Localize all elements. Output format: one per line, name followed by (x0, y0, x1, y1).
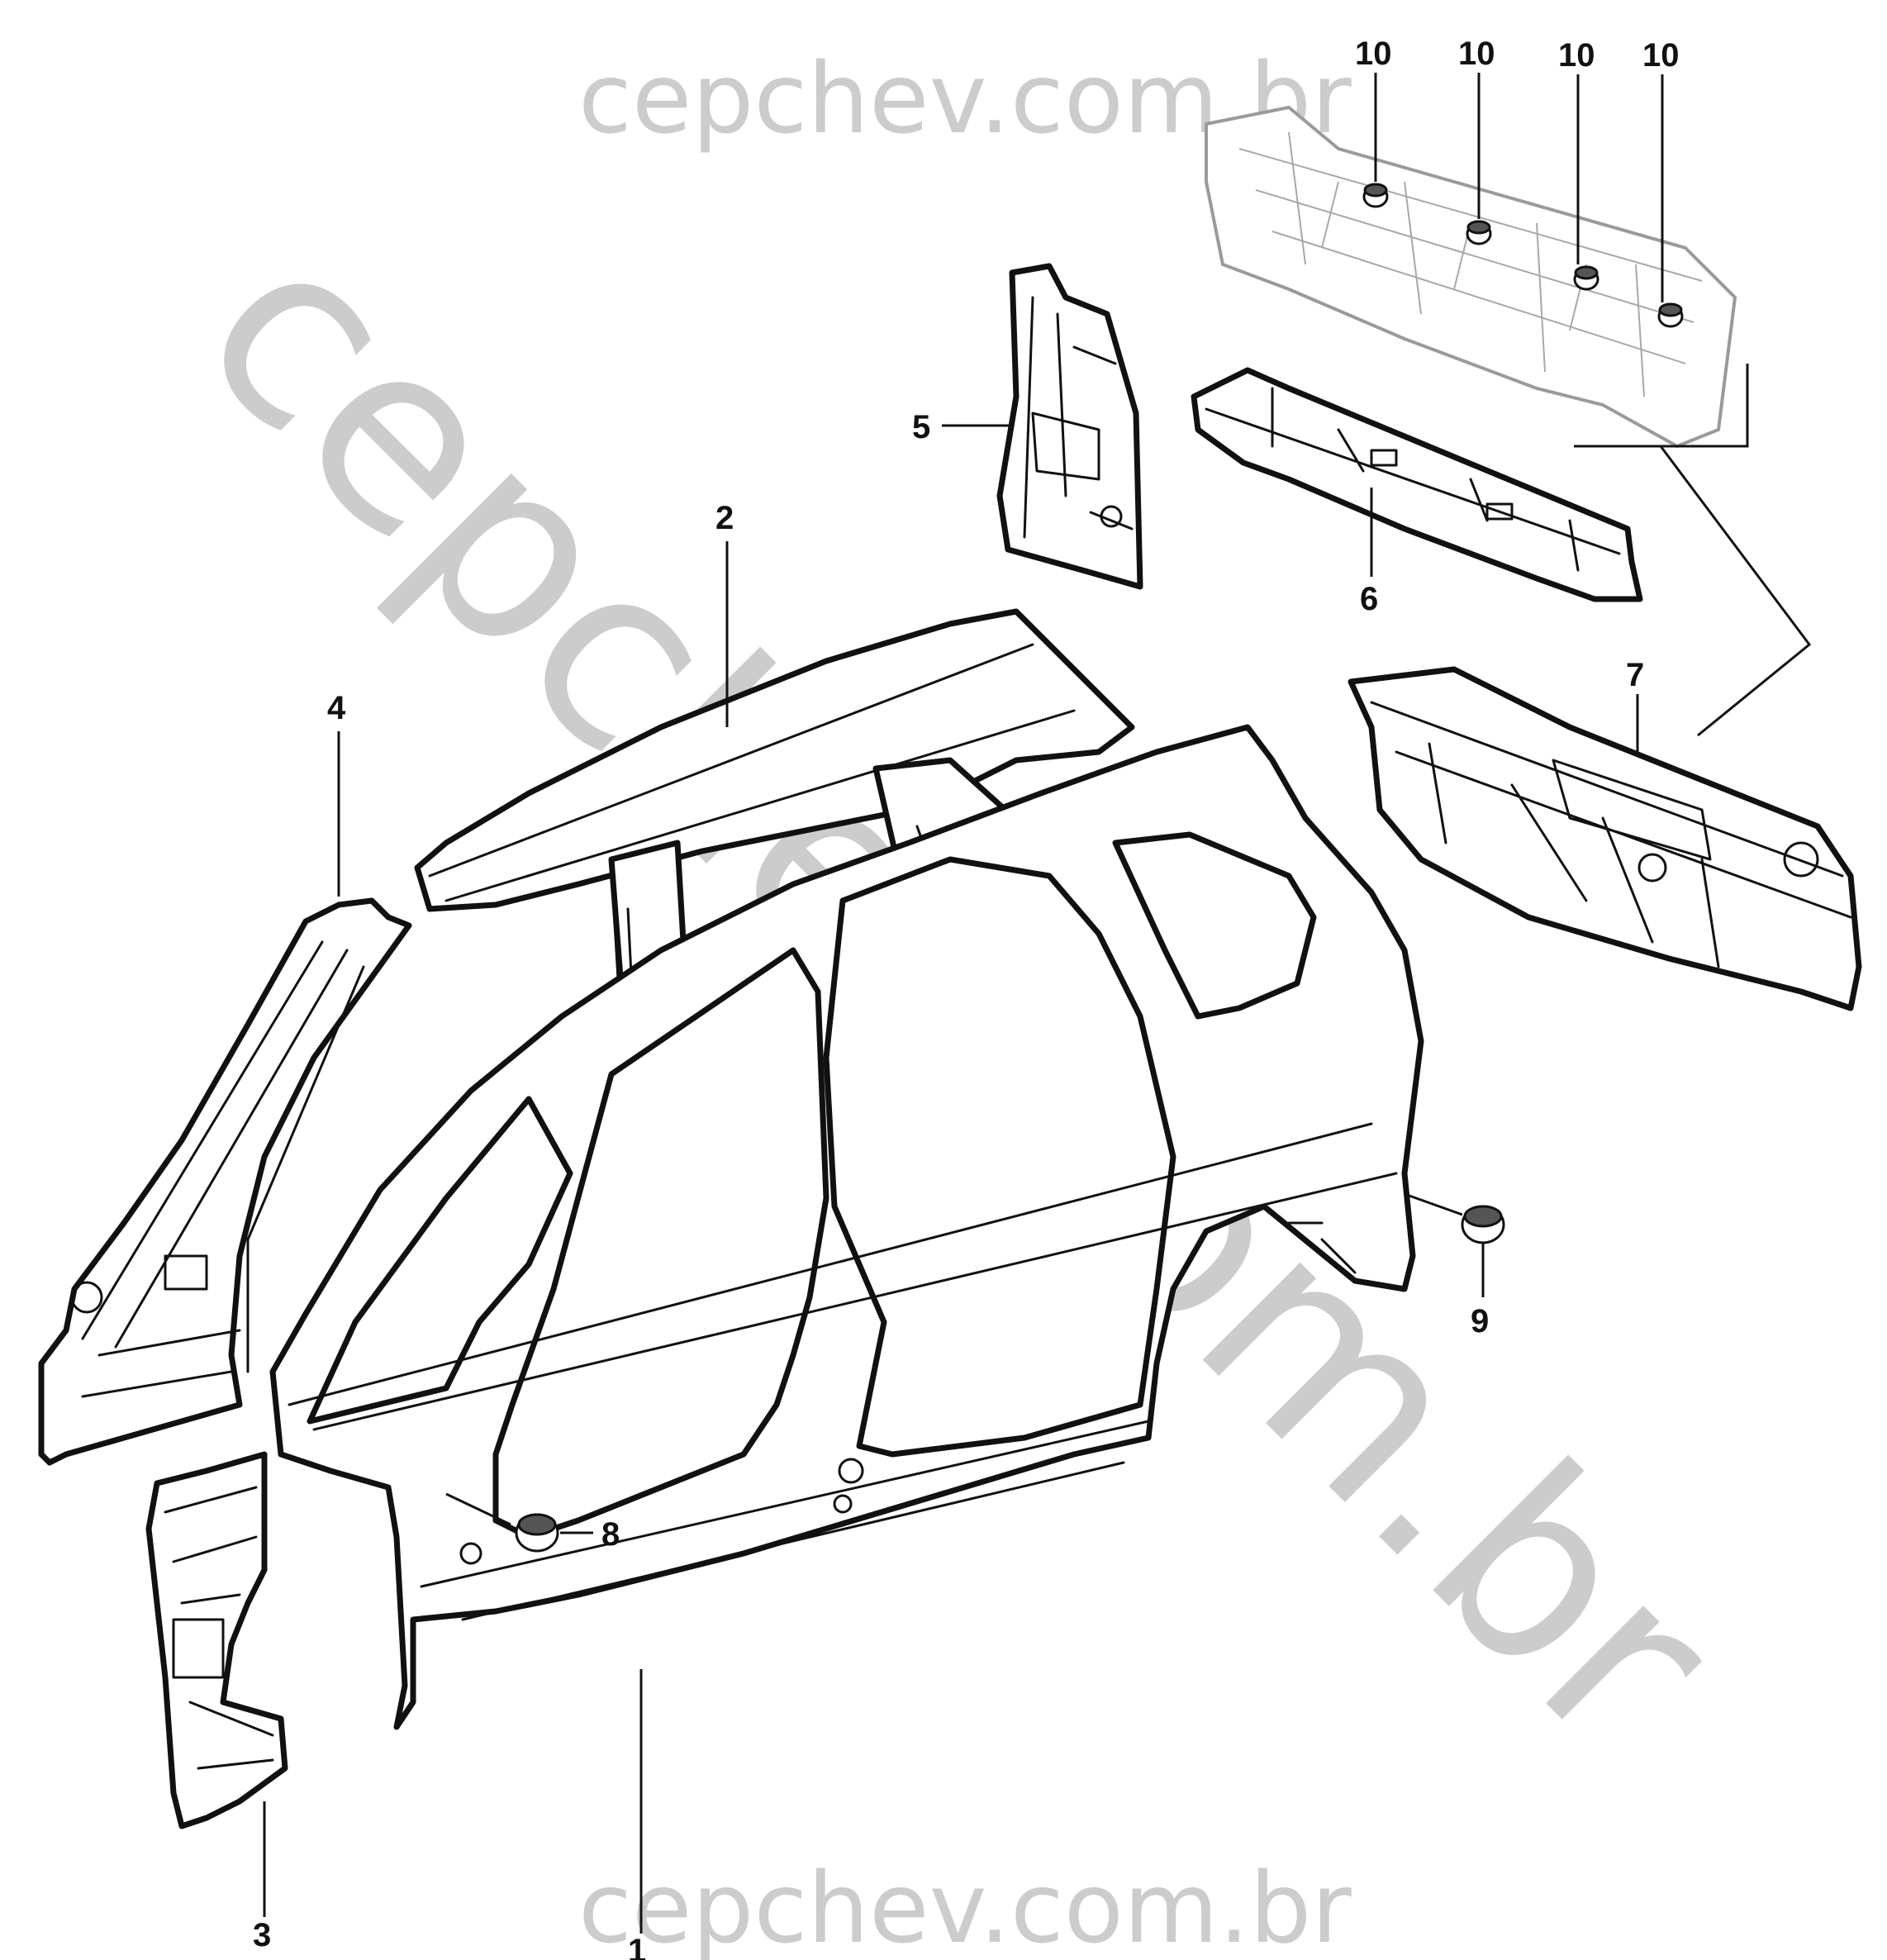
nut-10b (1466, 220, 1492, 245)
nut-10a (1362, 183, 1389, 208)
part-6-crossmember (1191, 367, 1643, 602)
leader-9 (1404, 1192, 1485, 1297)
callout-1: 1 (628, 1933, 646, 1960)
part-8-grommet (515, 1513, 559, 1553)
callout-7: 7 (1626, 657, 1644, 693)
callout-10a: 10 (1355, 36, 1392, 72)
callout-10c: 10 (1558, 37, 1595, 74)
callout-2: 2 (715, 500, 734, 536)
callout-3: 3 (253, 1917, 271, 1953)
part-7-rear-panel (1348, 666, 1862, 1011)
part-9-grommet (1461, 1205, 1505, 1244)
callout-8: 8 (601, 1516, 620, 1553)
watermark-bottom: cepchev.com.br (578, 1851, 1352, 1960)
leader-8 (445, 1492, 593, 1534)
part-1-outer-body-side (269, 724, 1424, 1730)
part-4-front-pillar-inner (38, 897, 412, 1466)
part-3-hinge-pillar (145, 1451, 288, 1829)
rear-panel-context (1205, 105, 1737, 449)
callout-9: 9 (1471, 1303, 1489, 1339)
callout-6: 6 (1360, 581, 1378, 617)
part-5-pillar-inner (996, 263, 1143, 590)
callout-5: 5 (912, 409, 930, 445)
callout-10d: 10 (1642, 37, 1680, 74)
callout-4: 4 (327, 690, 346, 726)
group-bracket (1574, 364, 1812, 737)
nut-10d (1657, 302, 1684, 328)
nut-10c (1573, 265, 1599, 291)
callout-10b: 10 (1458, 36, 1495, 72)
